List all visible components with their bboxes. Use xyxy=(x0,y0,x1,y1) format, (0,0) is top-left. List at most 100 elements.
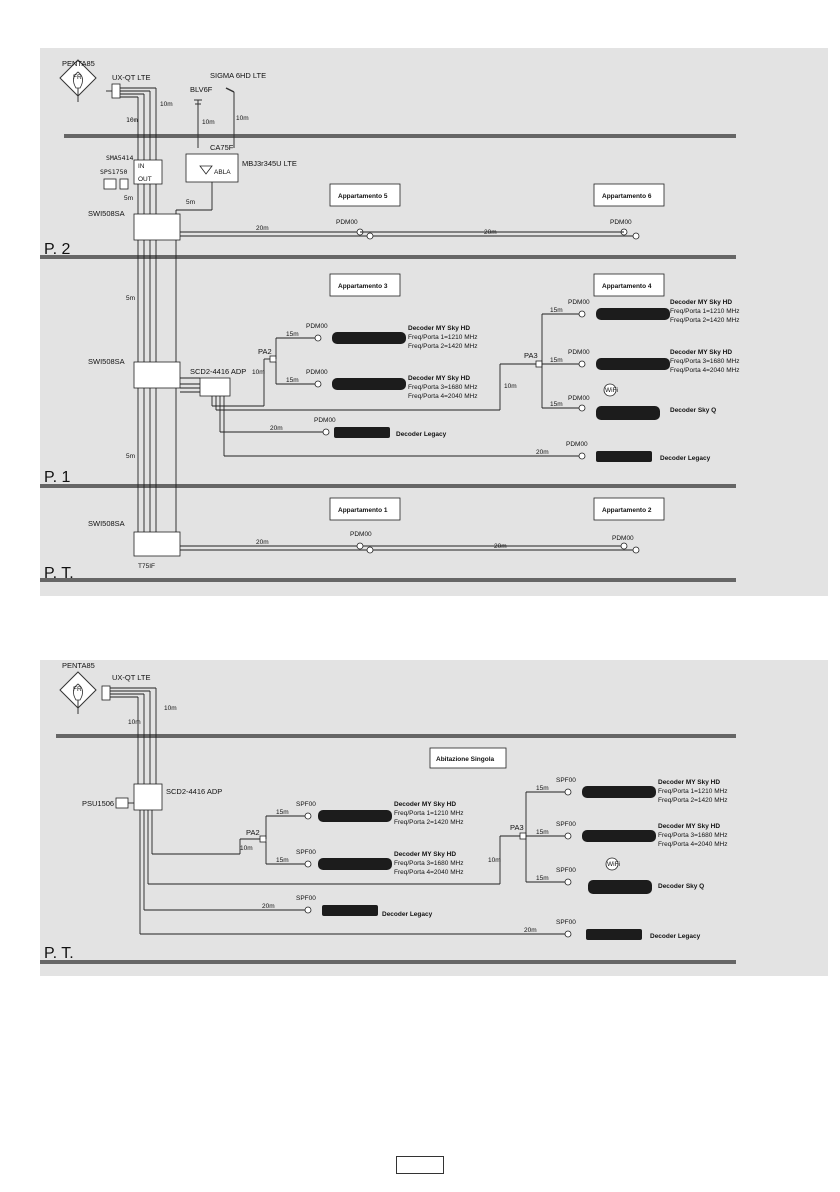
switch-pt-label: SWI508SA xyxy=(88,519,125,528)
outlet-icon xyxy=(304,906,312,914)
outlet-icon xyxy=(322,428,330,436)
pa2-label: PA2 xyxy=(258,347,272,356)
decoder-myhd-icon xyxy=(596,308,670,320)
decoder-freq: Freq/Porta 2=1420 MHz xyxy=(394,819,464,826)
len-15m-label: 15m xyxy=(536,785,549,792)
antenna-cables xyxy=(120,87,157,168)
pa2-splitter xyxy=(259,835,267,843)
switch-pt xyxy=(133,531,181,557)
app4-label: Appartamento 4 xyxy=(602,283,652,290)
outlet-icon xyxy=(314,380,322,388)
app2-label: Appartamento 2 xyxy=(602,507,652,514)
outlet-label: PDM00 xyxy=(350,531,372,538)
len-5m-label: 5m xyxy=(186,199,195,206)
decoder-freq: Freq/Porta 3=1680 MHz xyxy=(408,384,478,391)
mbj-amplifier xyxy=(185,153,239,183)
switch-p2 xyxy=(133,213,181,241)
decoder-legacy-icon xyxy=(586,929,642,940)
outlet-icon xyxy=(356,542,364,550)
antenna-fr-label: FR xyxy=(73,686,82,693)
app5-label: Appartamento 5 xyxy=(338,193,388,200)
len-20m-label: 20m xyxy=(262,903,275,910)
terminator-label: T75IF xyxy=(138,563,155,570)
len-20m-label: 20m xyxy=(256,225,269,232)
sma-label: SMA5414 xyxy=(106,154,133,162)
sigma-label: SIGMA 6HD LTE xyxy=(210,71,266,80)
mbj-label: MBJ3r345U LTE xyxy=(242,159,297,168)
abitazione-label: Abitazione Singola xyxy=(436,756,495,763)
outlet-label: SPF00 xyxy=(556,777,576,784)
decoder-myhd-icon xyxy=(582,786,656,798)
decoder-title: Decoder MY Sky HD xyxy=(394,801,456,808)
len-15m-label: 15m xyxy=(286,377,299,384)
sps-psu-icon xyxy=(103,178,117,190)
decoder-freq: Freq/Porta 1=1210 MHz xyxy=(408,334,478,341)
decoder-title: Decoder Legacy xyxy=(660,455,711,462)
sw-out-label: OUT xyxy=(138,176,152,183)
scd-label: SCD2-4416 ADP xyxy=(190,367,246,376)
outlet-label: SPF00 xyxy=(556,867,576,874)
outlet-label: PDM00 xyxy=(610,219,632,226)
decoder-title: Decoder MY Sky HD xyxy=(394,851,456,858)
wifi-icon xyxy=(603,383,617,397)
len-5m-label: 5m xyxy=(124,195,133,202)
psu-label: PSU1506 xyxy=(82,799,114,808)
outlet-icon xyxy=(578,404,586,412)
outlet-label: PDM00 xyxy=(314,417,336,424)
outlet-label: SPF00 xyxy=(296,895,316,902)
decoder-title: Decoder Sky Q xyxy=(670,407,716,414)
app6-box xyxy=(593,183,665,207)
decoder-freq: Freq/Porta 4=2040 MHz xyxy=(394,869,464,876)
outlet-icon xyxy=(578,360,586,368)
outlet-icon xyxy=(564,878,572,886)
decoder-title: Decoder MY Sky HD xyxy=(408,375,470,382)
outlet-label: PDM00 xyxy=(568,349,590,356)
switch-p1-label: SWI508SA xyxy=(88,357,125,366)
app4-box xyxy=(593,273,665,297)
single-home-diagram: PENTA85 FR UX-QT LTE 10m 10m Abitazione … xyxy=(40,660,828,976)
len-15m-label: 15m xyxy=(550,357,563,364)
wifi-label: WiFi xyxy=(607,861,620,868)
decoder-myhd-icon xyxy=(332,332,406,344)
outlet-icon xyxy=(578,452,586,460)
decoder-freq: Freq/Porta 1=1210 MHz xyxy=(394,810,464,817)
len-20m-label: 20m xyxy=(494,543,507,550)
len-10m-label: 10m xyxy=(488,857,501,864)
len-15m-label: 15m xyxy=(536,875,549,882)
sigma-antenna-icon xyxy=(225,87,235,148)
floor-p2-label: P. 2 xyxy=(44,241,71,258)
decoder-title: Decoder MY Sky HD xyxy=(658,823,720,830)
len-20m-label: 20m xyxy=(270,425,283,432)
decoder-freq: Freq/Porta 2=1420 MHz xyxy=(408,343,478,350)
outlet-icon xyxy=(304,812,312,820)
floor-p1-label: P. 1 xyxy=(44,469,71,486)
len-15m-label: 15m xyxy=(276,809,289,816)
outlet-label: SPF00 xyxy=(296,849,316,856)
outlet-label: PDM00 xyxy=(612,535,634,542)
antenna-cables xyxy=(110,687,157,784)
outlet-label: PDM00 xyxy=(566,441,588,448)
len-15m-label: 15m xyxy=(536,829,549,836)
decoder-freq: Freq/Porta 3=1680 MHz xyxy=(394,860,464,867)
len-10m-label: 10m xyxy=(202,119,215,126)
scd-splitter xyxy=(199,377,231,397)
penta-label: PENTA85 xyxy=(62,661,95,670)
penta-antenna-icon xyxy=(59,59,97,102)
switch-p1 xyxy=(133,361,181,389)
len-15m-label: 15m xyxy=(550,307,563,314)
decoder-freq: Freq/Porta 2=1420 MHz xyxy=(658,797,728,804)
len-10m-label: 10m xyxy=(240,845,253,852)
pa2-splitter xyxy=(269,355,277,363)
antenna-fr-label: FR xyxy=(73,74,82,81)
uxqt-label: UX-QT LTE xyxy=(112,73,150,82)
decoder-skyq-icon xyxy=(596,406,660,420)
decoder-legacy-icon xyxy=(596,451,652,462)
single-home-svg: PENTA85 FR UX-QT LTE 10m 10m Abitazione … xyxy=(40,661,736,964)
outlet-icon xyxy=(578,310,586,318)
multi-floor-diagram: FR PENTA85 UX-QT LTE BLV6F SIGMA 6HD LTE… xyxy=(40,48,828,596)
len-10m-label: 10m xyxy=(252,369,265,376)
len-10m-label: 10m xyxy=(236,115,249,122)
amp-triangle-icon xyxy=(199,165,213,175)
pa3-splitter xyxy=(535,360,543,368)
len-20m-label: 20m xyxy=(524,927,537,934)
